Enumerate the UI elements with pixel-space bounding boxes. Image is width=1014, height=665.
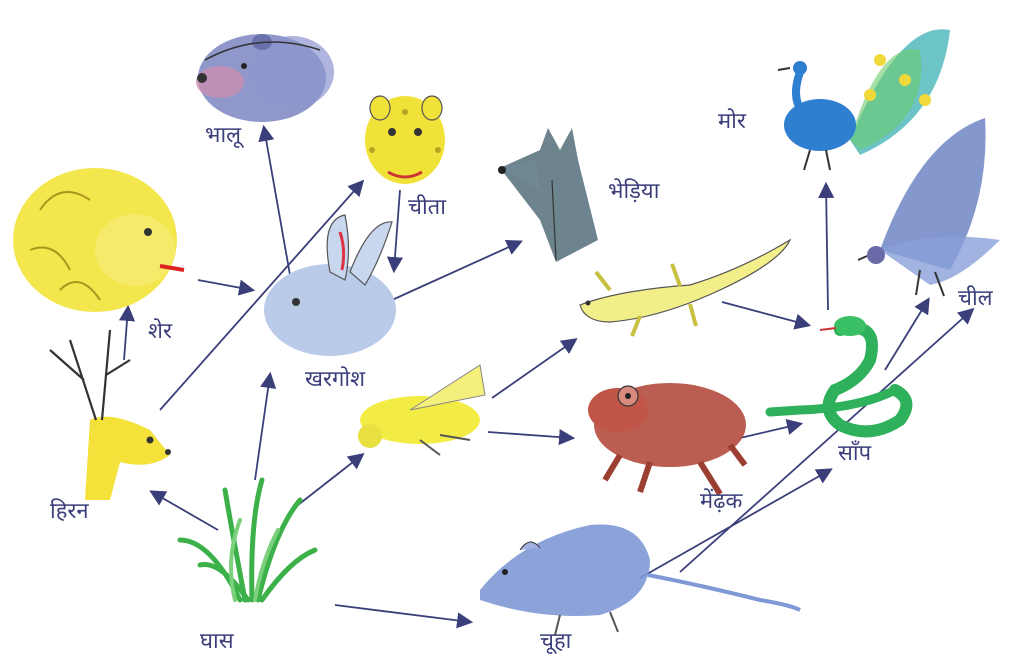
bear-icon xyxy=(196,34,334,122)
wolf-icon xyxy=(498,128,598,262)
arrow-khargosh-to-sher xyxy=(198,280,252,290)
arrow-tiddha-to-mendhak xyxy=(488,432,572,438)
arrow-ghaas-to-hiran xyxy=(152,492,218,530)
label-cheeta: चीता xyxy=(408,194,446,220)
arrow-ghaas-to-tiddha xyxy=(298,455,362,505)
arrow-mendhak-to-saanp xyxy=(740,424,800,438)
label-cheel: चील xyxy=(958,285,994,311)
label-chooha: चूहा xyxy=(540,629,572,655)
arrow-hiran-to-sher xyxy=(124,308,128,360)
arrow-saanp-to-mor xyxy=(826,185,828,310)
cheetah-icon xyxy=(365,96,445,184)
arrow-khargosh-to-bhediya xyxy=(392,242,520,300)
snake-icon xyxy=(770,316,906,431)
label-mendhak: मेंढ़क xyxy=(700,488,744,514)
arrow-ghaas-to-chooha xyxy=(335,605,470,622)
label-saanp: साँप xyxy=(838,440,872,466)
lion-icon xyxy=(13,168,184,312)
deer-icon xyxy=(50,330,171,500)
label-hiran: हिरन xyxy=(50,498,89,524)
label-bhalu: भालू xyxy=(205,123,244,149)
arrow-chhipkali-to-saanp xyxy=(722,302,808,325)
label-bhediya: भेड़िया xyxy=(608,178,660,204)
arrow-chooha-to-saanp xyxy=(640,470,830,578)
grasshopper-icon xyxy=(358,365,485,455)
grass-icon xyxy=(180,480,315,600)
arrow-cheeta-to-khargosh xyxy=(394,190,400,270)
frog-icon xyxy=(588,383,746,494)
rat-icon xyxy=(480,524,800,635)
lizard-icon xyxy=(580,240,790,336)
arrow-saanp-to-cheel xyxy=(885,300,928,370)
peacock-icon xyxy=(778,29,950,170)
label-ghaas: घास xyxy=(200,629,235,654)
arrow-ghaas-to-khargosh xyxy=(255,375,270,480)
label-mor: मोर xyxy=(718,108,747,134)
label-khargosh: खरगोश xyxy=(305,366,366,392)
arrow-tiddha-to-chhipkali xyxy=(492,340,575,398)
arrow-khargosh-to-bhalu xyxy=(264,128,290,275)
label-sher: शेर xyxy=(148,318,173,344)
